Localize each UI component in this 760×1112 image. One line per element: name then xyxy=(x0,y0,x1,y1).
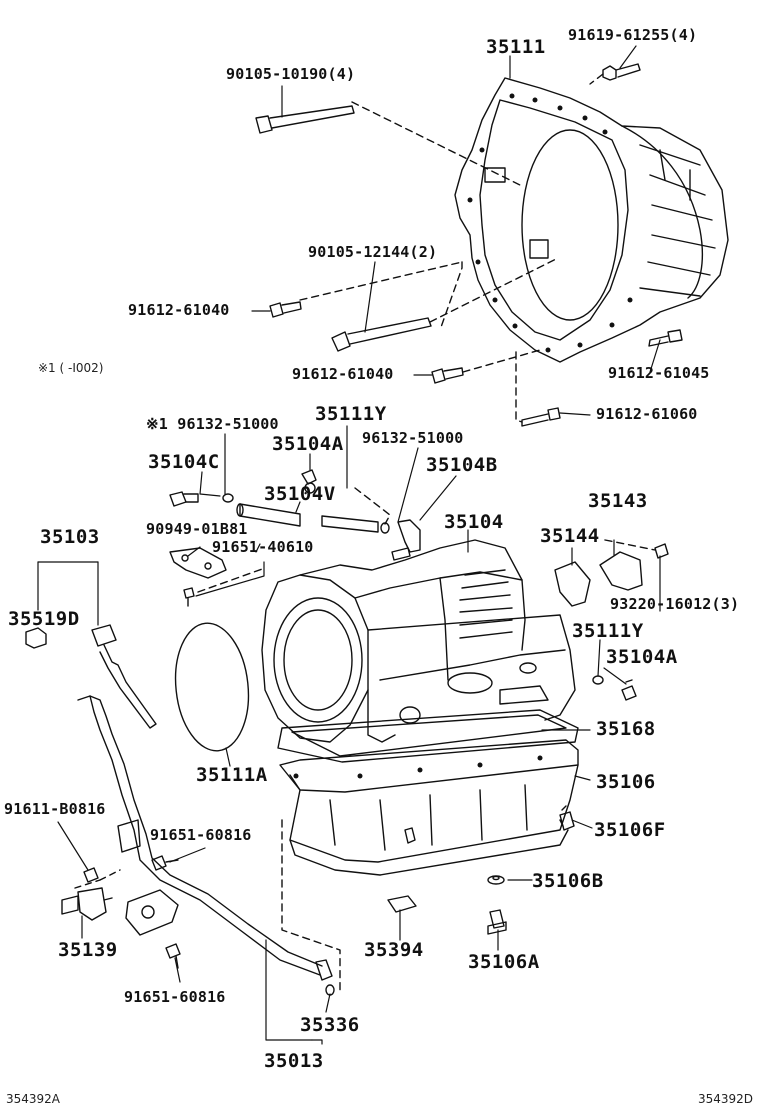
figure-code-right: 354392D xyxy=(698,1092,754,1106)
label-35111A: 35111A xyxy=(196,764,268,786)
label-91611-B0816: 91611-B0816 xyxy=(4,800,106,818)
label-35336: 35336 xyxy=(300,1014,360,1036)
dipstick-drawing xyxy=(25,624,157,729)
label-91651-60816-bottom: 91651-60816 xyxy=(124,988,226,1006)
label-35106: 35106 xyxy=(596,771,656,793)
label-35104: 35104 xyxy=(444,511,504,533)
label-96132-51000: 96132-51000 xyxy=(362,429,464,447)
label-35104B: 35104B xyxy=(426,454,498,476)
label-91651-40610: 91651-40610 xyxy=(212,538,314,556)
label-35111: 35111 xyxy=(486,36,546,58)
oil-pan-drawing xyxy=(279,739,579,876)
label-35519D: 35519D xyxy=(8,608,80,630)
figure-code-left: 354392A xyxy=(6,1092,61,1106)
bolt-drawings-top xyxy=(255,63,683,427)
dashed-guide-lines-top xyxy=(299,73,604,423)
label-90105-12144: 90105-12144(2) xyxy=(308,243,438,261)
transmission-case-drawing xyxy=(261,539,576,743)
dashed-guide-lines-bottom xyxy=(197,487,656,991)
label-91612-61045: 91612-61045 xyxy=(608,364,710,382)
label-90105-10190: 90105-10190(4) xyxy=(226,65,356,83)
label-35106F: 35106F xyxy=(594,819,666,841)
filler-tube-drawing xyxy=(77,695,335,996)
label-35111Y-right: 35111Y xyxy=(572,620,644,642)
label-35143: 35143 xyxy=(588,490,648,512)
label-90949-01B81: 90949-01B81 xyxy=(146,520,248,538)
converter-housing-drawing xyxy=(454,77,729,363)
label-35394: 35394 xyxy=(364,939,424,961)
label-91612-61040-left: 91612-61040 xyxy=(128,301,230,319)
label-35104V: 35104V xyxy=(264,483,336,505)
label-35104C: 35104C xyxy=(148,451,220,473)
label-35104A-top: 35104A xyxy=(272,433,344,455)
label-91619-61255: 91619-61255(4) xyxy=(568,26,698,44)
pan-gasket-drawing xyxy=(277,709,579,763)
label-35111Y-top: 35111Y xyxy=(315,403,387,425)
pan-small-parts-drawing xyxy=(387,805,575,935)
lower-left-bolts-drawing xyxy=(61,855,181,969)
label-35144: 35144 xyxy=(540,525,600,547)
label-91651-60816-top: 91651-60816 xyxy=(150,826,252,844)
label-35106B: 35106B xyxy=(532,870,604,892)
label-96132-51000-note: ※1 96132-51000 xyxy=(146,415,279,433)
lower-left-dashed xyxy=(74,869,121,889)
leader-lines xyxy=(37,45,661,1045)
small-parts-drawings xyxy=(169,469,669,701)
label-93220-16012: 93220-16012(3) xyxy=(610,595,740,613)
label-35103: 35103 xyxy=(40,526,100,548)
label-35168: 35168 xyxy=(596,718,656,740)
label-35104A-right: 35104A xyxy=(606,646,678,668)
oring-35111A-drawing xyxy=(174,622,250,752)
label-91612-61060: 91612-61060 xyxy=(596,405,698,423)
label-35139: 35139 xyxy=(58,939,118,961)
label-91612-61040-right: 91612-61040 xyxy=(292,365,394,383)
note-serial-range: ※1 ( -I002) xyxy=(38,361,104,375)
label-35013: 35013 xyxy=(264,1050,324,1072)
label-35106A: 35106A xyxy=(468,951,540,973)
